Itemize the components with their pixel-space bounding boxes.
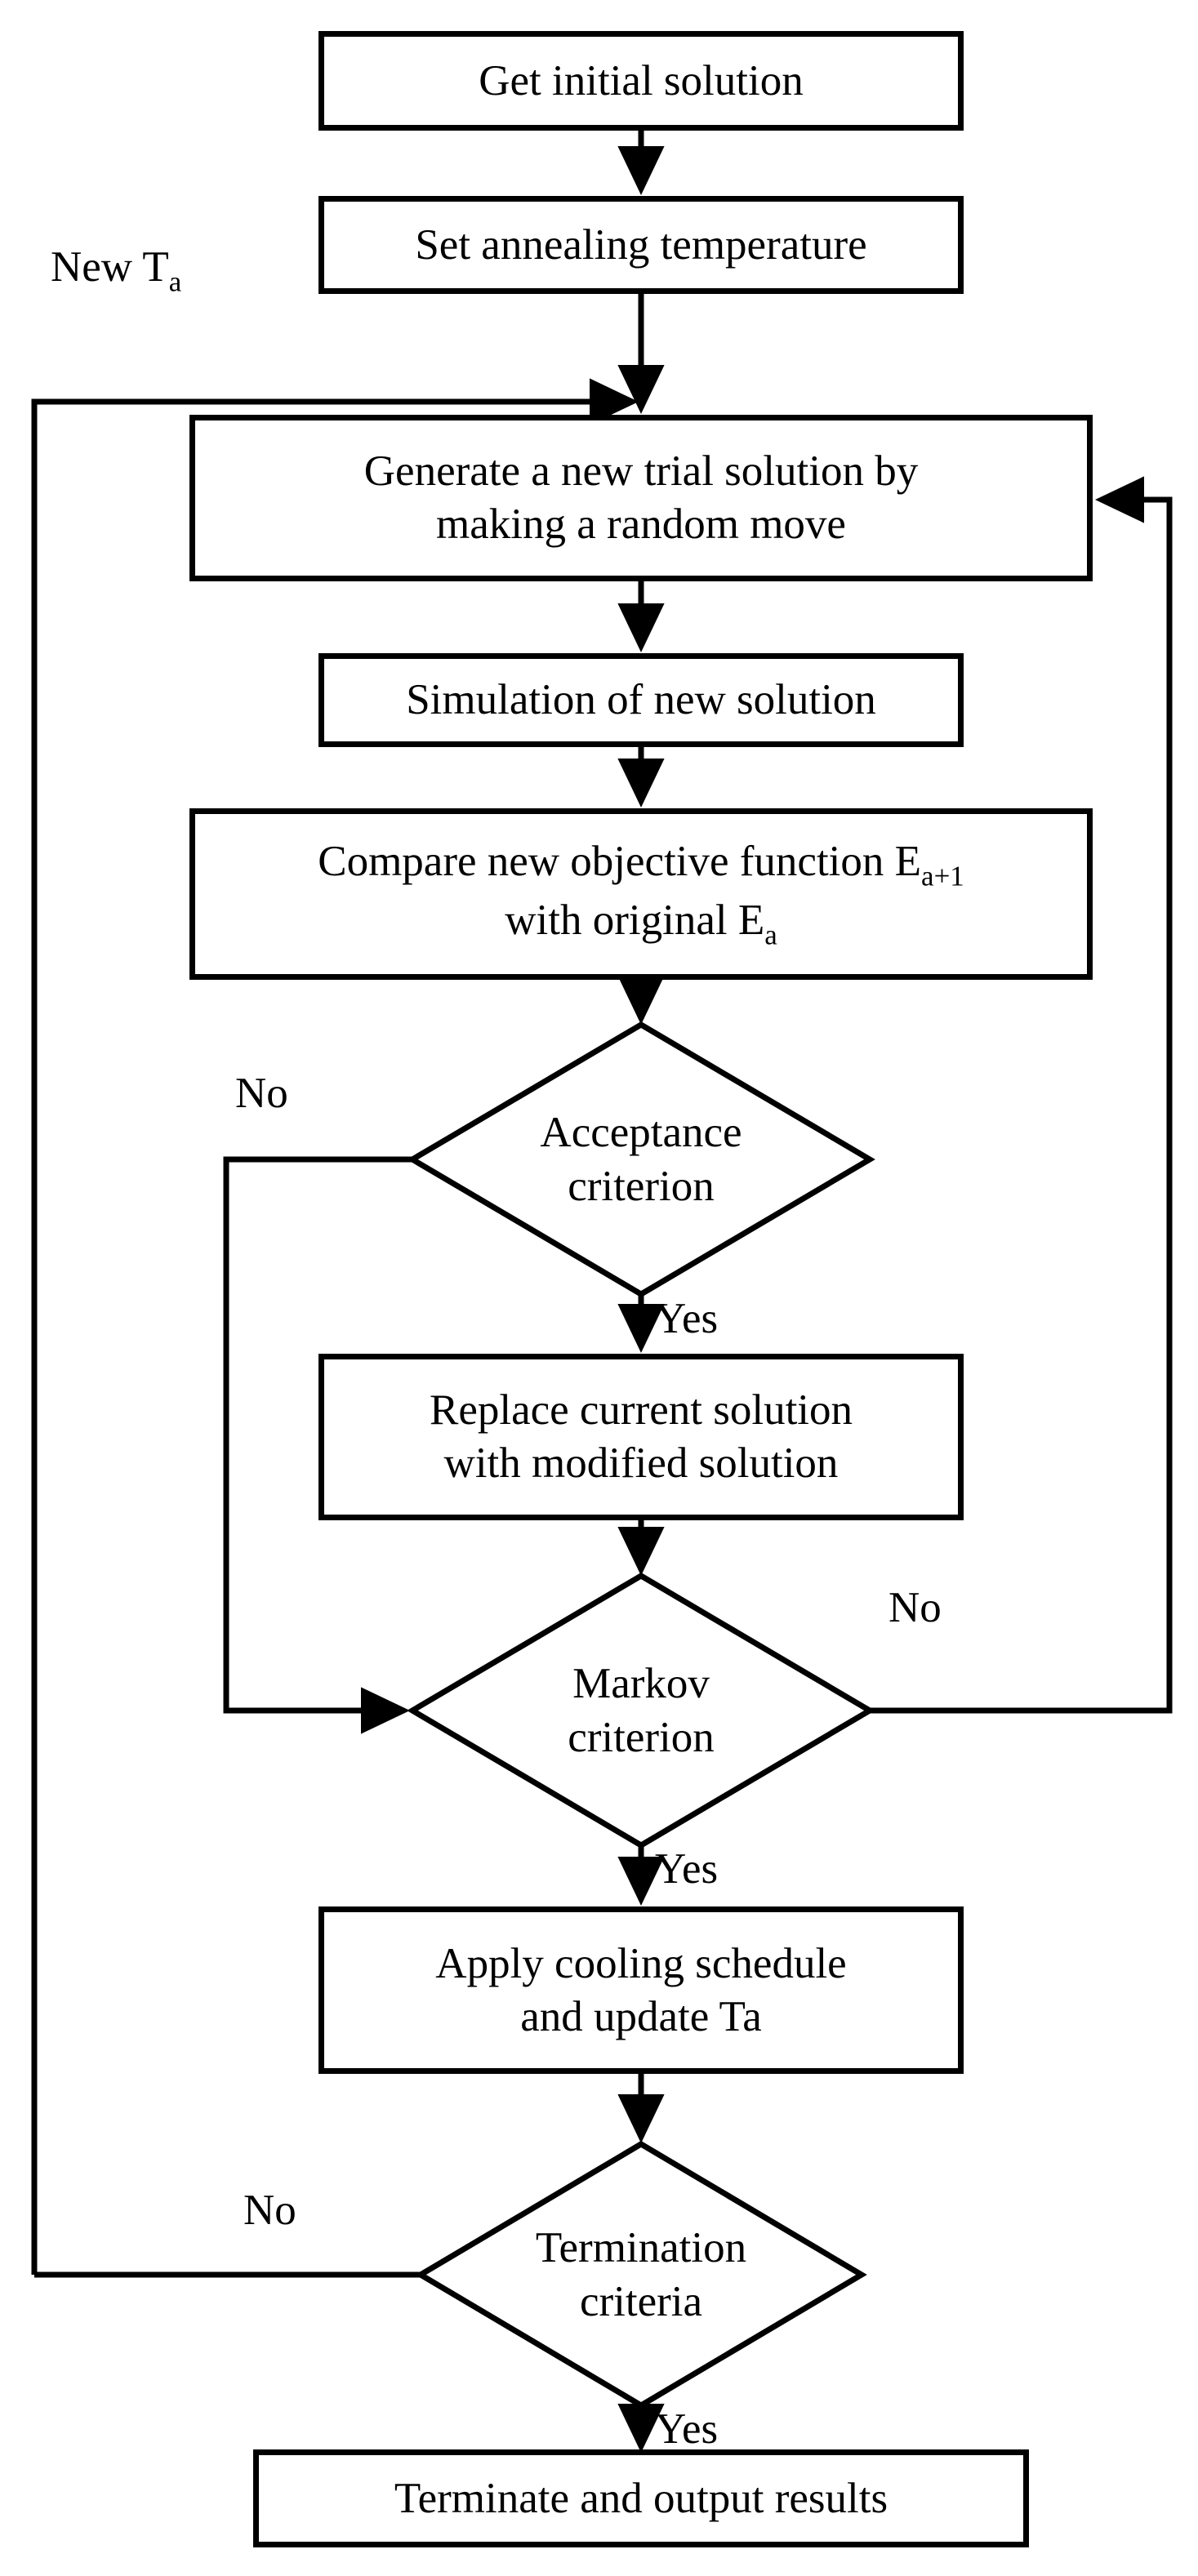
node-apply-cooling-schedule[interactable]: Apply cooling schedule and update Ta (318, 1906, 964, 2074)
node-label-compare-objective: Compare new objective function Ea+1 with… (310, 835, 973, 954)
edge-label-new-temperature-text: New T (51, 243, 169, 291)
edge-label-termination-yes: Yes (655, 2405, 719, 2453)
node-replace-current-solution[interactable]: Replace current solution with modified s… (318, 1354, 964, 1520)
node-label-acceptance-criterion: Acceptance criterion (540, 1108, 742, 1210)
edge-label-acceptance-yes: Yes (655, 1295, 719, 1342)
node-label-replace-current-solution: Replace current solution with modified s… (429, 1386, 853, 1487)
node-compare-objective[interactable]: Compare new objective function Ea+1 with… (189, 808, 1093, 980)
edge-label-markov-yes: Yes (655, 1845, 719, 1893)
compare-subscript-1: a+1 (921, 860, 964, 892)
node-label-termination-criteria: Termination criteria (535, 2223, 747, 2325)
node-label-generate-trial-solution: Generate a new trial solution by making … (363, 447, 919, 548)
node-generate-trial-solution[interactable]: Generate a new trial solution by making … (189, 415, 1093, 581)
node-label-markov-criterion: Markov criterion (568, 1659, 715, 1761)
node-get-initial-solution[interactable]: Get initial solution (318, 31, 964, 131)
compare-line-1: Compare new objective function E (318, 837, 922, 885)
node-set-annealing-temperature[interactable]: Set annealing temperature (318, 196, 964, 294)
node-label-terminate-output-results: Terminate and output results (394, 2474, 888, 2522)
edge-label-termination-no: No (243, 2187, 296, 2234)
edge-label-acceptance-no: No (235, 1070, 288, 1117)
edge-label-markov-no: No (888, 1584, 942, 1631)
node-label-apply-cooling-schedule: Apply cooling schedule and update Ta (435, 1939, 847, 2040)
node-simulation-new-solution[interactable]: Simulation of new solution (318, 653, 964, 747)
node-markov-criterion[interactable]: Markov criterion (412, 1576, 870, 1845)
edge-label-new-temperature-subscript: a (168, 265, 182, 298)
node-label-get-initial-solution: Get initial solution (479, 56, 804, 105)
compare-subscript-2: a (764, 919, 777, 951)
node-terminate-output-results[interactable]: Terminate and output results (253, 2449, 1029, 2547)
node-label-set-annealing-temperature: Set annealing temperature (415, 220, 867, 269)
node-acceptance-criterion[interactable]: Acceptance criterion (412, 1025, 870, 1294)
node-termination-criteria[interactable]: Termination criteria (421, 2144, 862, 2405)
node-label-simulation-new-solution: Simulation of new solution (406, 676, 876, 724)
edge-label-new-temperature: New Ta (51, 243, 182, 298)
compare-line-2: with original E (505, 896, 765, 944)
